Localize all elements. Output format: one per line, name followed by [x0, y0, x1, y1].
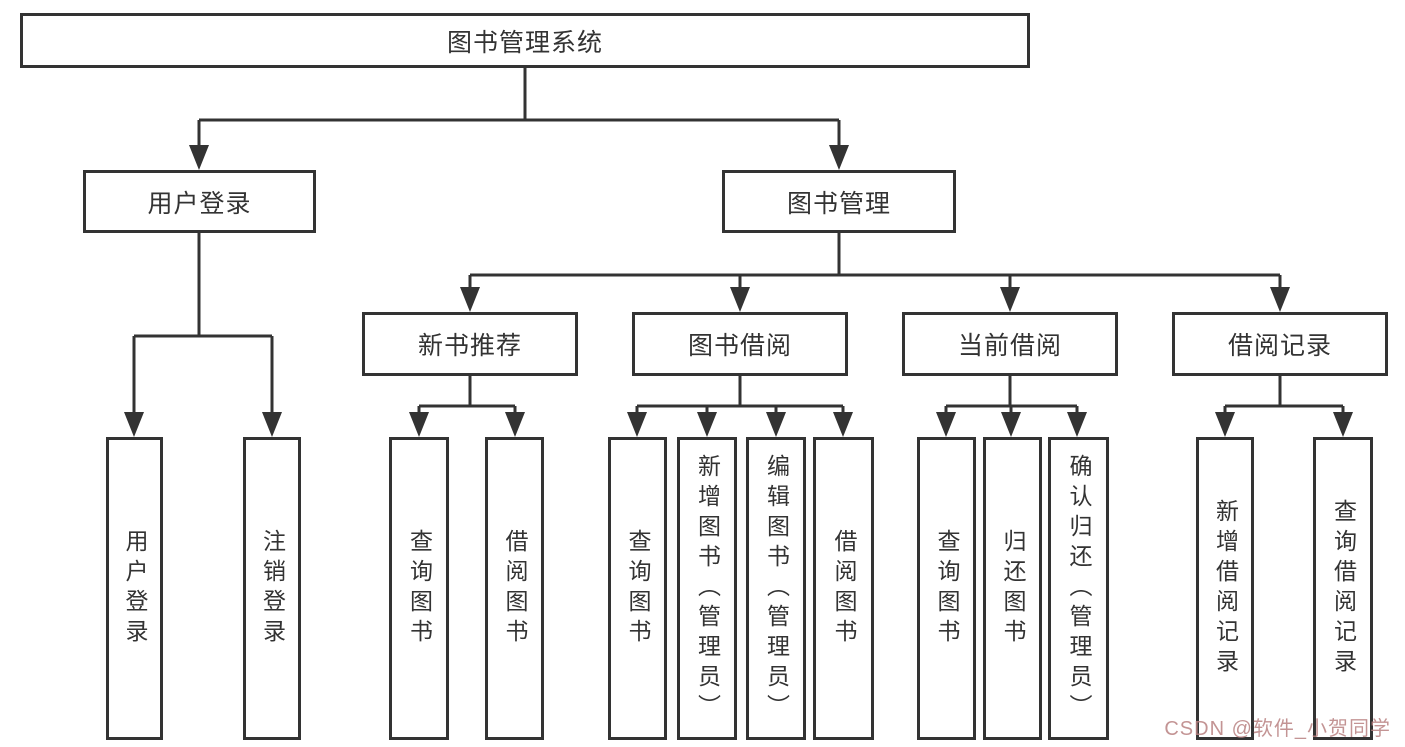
node-label: 图书管理系统 — [446, 28, 603, 57]
leaf-query-books-borrow: 查询图书 — [608, 437, 667, 740]
node-book-management: 图书管理 — [722, 170, 956, 233]
leaf-label: 查询借阅记录 — [1330, 498, 1357, 679]
node-new-book-recommend: 新书推荐 — [362, 312, 578, 376]
leaf-label: 归还图书 — [1000, 528, 1026, 649]
leaf-edit-books-admin: 编辑图书（管理员） — [746, 437, 806, 740]
leaf-label: 新增借阅记录 — [1212, 498, 1239, 679]
leaf-query-books-recommend: 查询图书 — [389, 437, 449, 740]
node-label: 图书管理 — [786, 189, 891, 218]
leaf-label: 借阅图书 — [831, 528, 857, 649]
leaf-add-books-admin: 新增图书（管理员） — [677, 437, 737, 740]
leaf-query-borrow-record: 查询借阅记录 — [1313, 437, 1373, 740]
leaf-query-books-current: 查询图书 — [917, 437, 976, 740]
leaf-label: 编辑图书（管理员） — [763, 453, 790, 724]
leaf-label: 确认归还（管理员） — [1066, 453, 1092, 724]
leaf-user-login: 用户登录 — [106, 437, 163, 740]
leaf-borrow-books-recommend: 借阅图书 — [485, 437, 544, 740]
leaf-label: 用户登录 — [122, 528, 148, 649]
node-label: 图书借阅 — [687, 332, 792, 360]
leaf-logout: 注销登录 — [243, 437, 301, 740]
leaf-label: 注销登录 — [259, 528, 286, 649]
node-borrowing-records: 借阅记录 — [1172, 312, 1388, 376]
leaf-return-books: 归还图书 — [983, 437, 1042, 740]
node-label: 新书推荐 — [417, 332, 522, 360]
node-current-borrowing: 当前借阅 — [902, 312, 1118, 376]
leaf-borrow-books: 借阅图书 — [813, 437, 874, 740]
node-library-management-system: 图书管理系统 — [20, 13, 1030, 68]
leaf-add-borrow-record: 新增借阅记录 — [1196, 437, 1254, 740]
leaf-label: 查询图书 — [934, 528, 960, 649]
leaf-label: 查询图书 — [625, 528, 651, 649]
arrowheads — [124, 145, 1353, 437]
node-book-borrowing: 图书借阅 — [632, 312, 848, 376]
csdn-watermark: CSDN @软件_小贺同学 — [1164, 718, 1391, 740]
leaf-label: 借阅图书 — [502, 528, 528, 649]
node-label: 用户登录 — [147, 189, 252, 218]
node-label: 当前借阅 — [957, 332, 1062, 360]
node-user-login: 用户登录 — [83, 170, 316, 233]
node-label: 借阅记录 — [1227, 332, 1332, 360]
leaf-label: 查询图书 — [406, 528, 433, 649]
leaf-confirm-return-admin: 确认归还（管理员） — [1048, 437, 1109, 740]
leaf-label: 新增图书（管理员） — [694, 453, 721, 724]
